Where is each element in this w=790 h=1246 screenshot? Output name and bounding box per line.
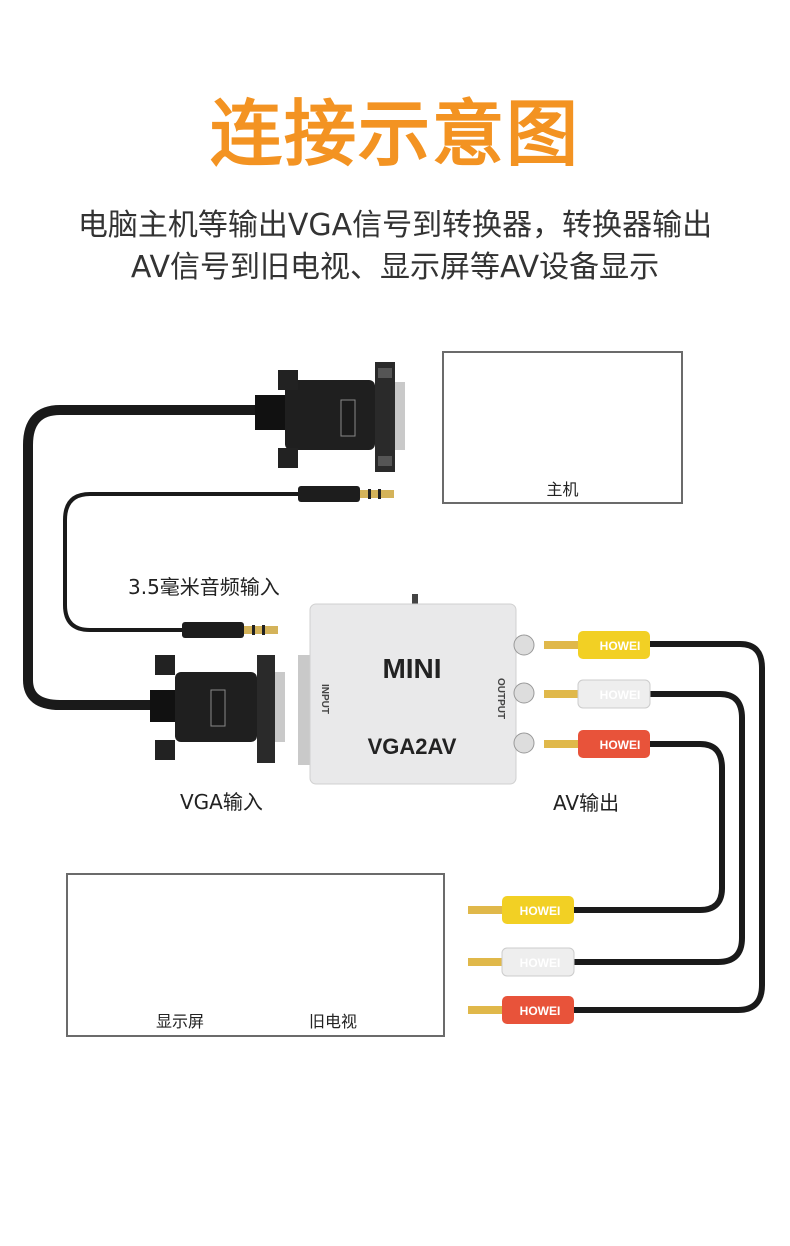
rca-brand-6: HOWEI [520,1004,561,1018]
rca-plug-red-bottom [468,996,574,1024]
audio-jack-top [298,486,394,502]
rca-plug-yellow-top [544,631,650,659]
host-label: 主机 [546,480,579,499]
device-name: MINI [382,653,441,684]
rca-cable-white [570,691,745,965]
device-model: VGA2AV [368,734,457,759]
display-devices-box [66,873,445,1037]
rca-brand-3: HOWEI [600,738,641,752]
converter-box [298,594,535,785]
audio-jack-bottom [182,622,278,638]
rca-cable-yellow [570,641,765,1013]
av-output-label: AV输出 [553,791,620,815]
rca-brand-1: HOWEI [600,639,641,653]
audio-cable [63,492,302,632]
rca-brand-4: HOWEI [520,904,561,918]
old-tv-label: 旧电视 [308,1012,357,1031]
vga-connector-bottom [150,655,285,763]
device-input-label: INPUT [319,684,330,714]
page-title: 连接示意图 [209,92,580,176]
subtitle-line-1: 电脑主机等输出VGA信号到转换器，转换器输出 [77,208,713,243]
rca-plug-red-top [544,730,650,758]
monitor-label: 显示屏 [155,1012,204,1031]
rca-brand-2: HOWEI [600,688,641,702]
rca-brand-5: HOWEI [520,956,561,970]
rca-plug-white-bottom [468,947,575,977]
rca-plug-yellow-bottom [468,896,574,924]
rca-cable-red [570,741,725,913]
vga-cable [23,405,270,710]
audio-input-label: 3.5毫米音频输入 [128,575,280,599]
subtitle-line-2: AV信号到旧电视、显示屏等AV设备显示 [130,250,660,285]
vga-input-label: VGA输入 [180,790,263,814]
device-output-label: OUTPUT [495,678,506,719]
host-box [442,351,683,504]
rca-plug-white-top [544,679,651,709]
vga-connector-top [255,362,405,472]
